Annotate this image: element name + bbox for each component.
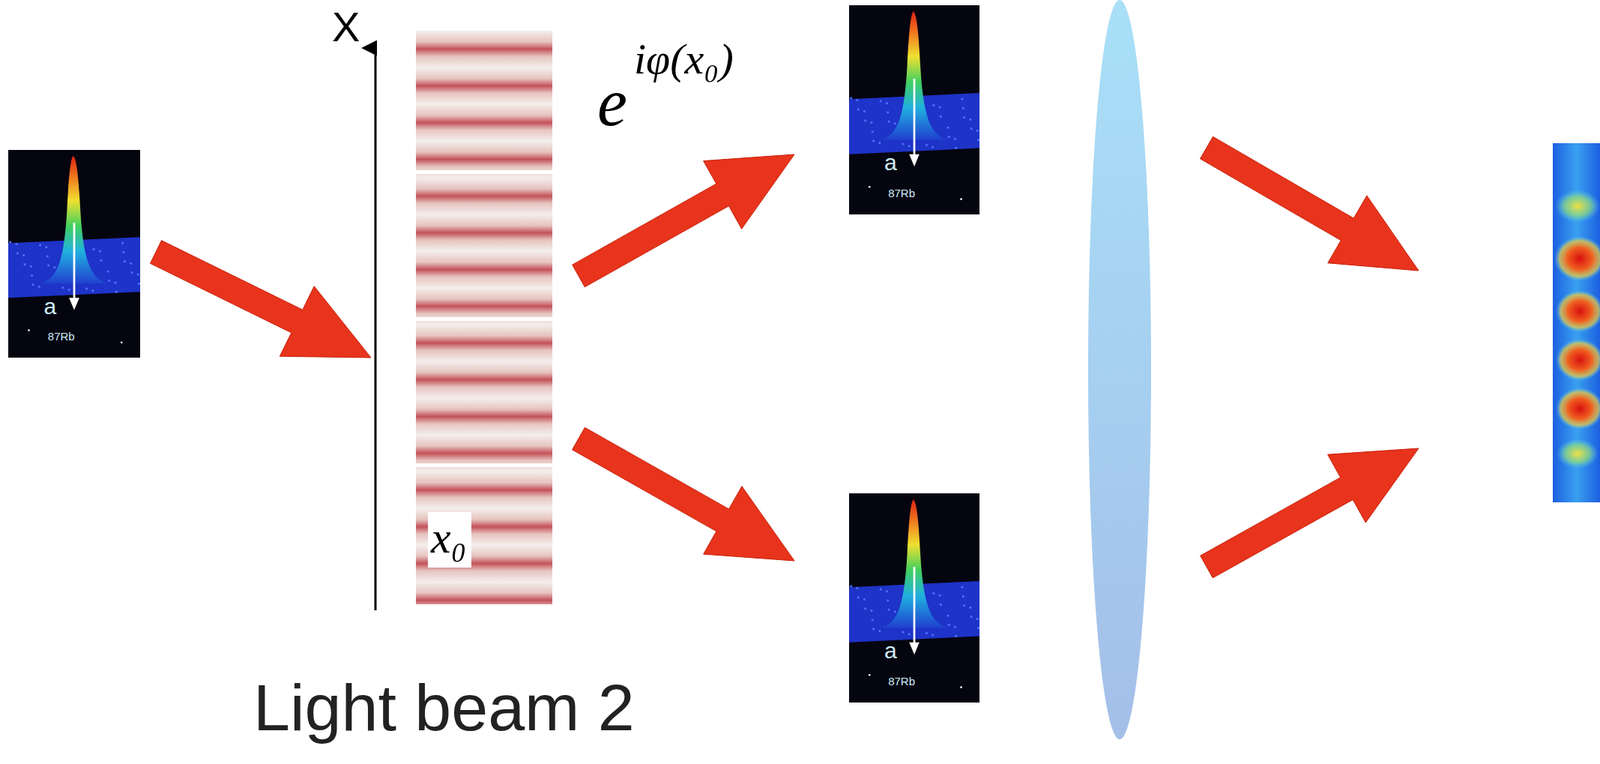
x-axis xyxy=(374,47,377,611)
beam-arrow xyxy=(1200,136,1420,271)
phase-exponent: iφ(x₀) xyxy=(634,37,734,81)
light-grating xyxy=(415,30,553,605)
bec-image xyxy=(8,149,141,358)
beam-arrow xyxy=(1200,448,1419,578)
lens xyxy=(1088,0,1152,739)
scattering-length: a xyxy=(884,639,898,662)
scattering-length: a xyxy=(884,151,898,174)
beam-arrow xyxy=(572,154,795,288)
axis-label: X xyxy=(331,5,360,48)
interference-pattern xyxy=(1552,143,1600,503)
beam-arrow xyxy=(150,240,372,358)
beam-arrow xyxy=(572,427,795,561)
isotope-label: 87Rb xyxy=(47,330,75,342)
bec-image xyxy=(849,5,980,215)
phase-base: e xyxy=(597,68,628,137)
isotope-label: 87Rb xyxy=(888,187,916,199)
position-label: x₀ xyxy=(427,511,472,568)
scattering-length: a xyxy=(44,295,57,318)
beam-caption: Light beam 2 xyxy=(253,674,635,741)
bec-image xyxy=(849,493,980,703)
isotope-label: 87Rb xyxy=(888,675,916,687)
